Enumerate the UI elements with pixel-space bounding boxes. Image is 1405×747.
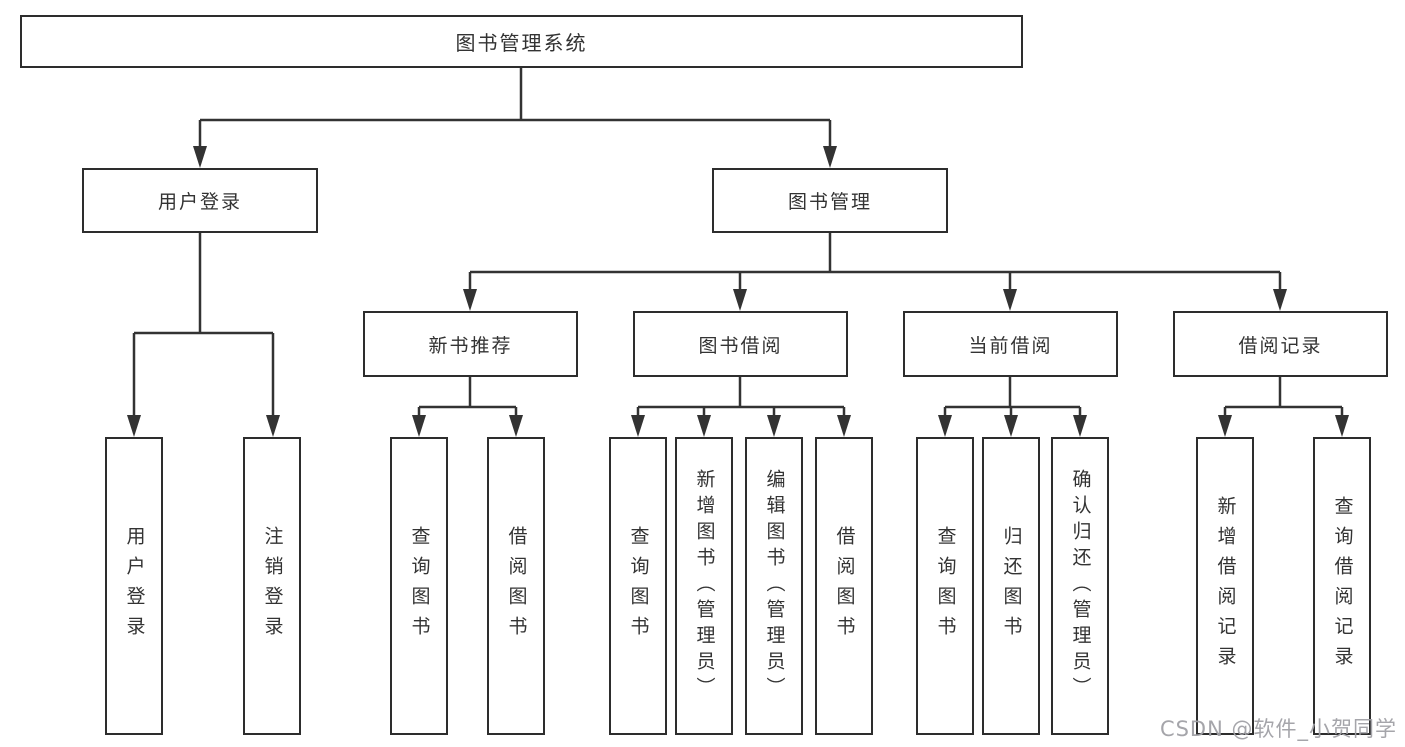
leaf-confirm-return-admin: 确认归还（管理员） — [1051, 437, 1109, 735]
leaf-confirm-return-admin-label: 确认归还（管理员） — [1069, 469, 1092, 703]
node-book-management: 图书管理 — [712, 168, 948, 233]
leaf-query-books-recommend: 查询图书 — [390, 437, 448, 735]
leaf-query-books-current: 查询图书 — [916, 437, 974, 735]
arrowheads — [127, 146, 1349, 437]
watermark: CSDN @软件_小贺同学 — [1159, 717, 1397, 741]
node-new-book-recommendation: 新书推荐 — [363, 311, 578, 377]
node-user-login-branch: 用户登录 — [82, 168, 318, 233]
node-borrowing-records: 借阅记录 — [1173, 311, 1388, 377]
leaf-borrow-books-recommend: 借阅图书 — [487, 437, 545, 735]
leaf-user-login: 用户登录 — [105, 437, 163, 735]
node-book-borrowing-label: 图书借阅 — [698, 334, 783, 357]
leaf-borrow-books-recommend-label: 借阅图书 — [505, 526, 528, 646]
node-current-borrowing: 当前借阅 — [903, 311, 1118, 377]
leaf-query-borrow-record: 查询借阅记录 — [1313, 437, 1371, 735]
node-book-management-label: 图书管理 — [787, 191, 872, 213]
node-borrowing-records-label: 借阅记录 — [1238, 334, 1323, 357]
leaf-borrow-books: 借阅图书 — [815, 437, 873, 735]
leaf-add-books-admin: 新增图书（管理员） — [675, 437, 733, 735]
leaf-user-login-label: 用户登录 — [123, 526, 146, 646]
leaf-query-borrow-record-label: 查询借阅记录 — [1331, 496, 1354, 676]
leaf-add-books-admin-label: 新增图书（管理员） — [693, 469, 716, 703]
leaf-query-books-borrowing: 查询图书 — [609, 437, 667, 735]
leaf-query-books-borrowing-label: 查询图书 — [627, 526, 650, 646]
leaf-return-books: 归还图书 — [982, 437, 1040, 735]
leaf-borrow-books-label: 借阅图书 — [833, 526, 856, 646]
leaf-query-books-current-label: 查询图书 — [934, 526, 957, 646]
leaf-add-borrow-record: 新增借阅记录 — [1196, 437, 1254, 735]
node-book-borrowing: 图书借阅 — [633, 311, 848, 377]
leaf-return-books-label: 归还图书 — [1000, 526, 1023, 646]
node-root-label: 图书管理系统 — [455, 31, 588, 55]
node-user-login-branch-label: 用户登录 — [157, 191, 242, 213]
leaf-edit-books-admin: 编辑图书（管理员） — [745, 437, 803, 735]
node-new-book-recommendation-label: 新书推荐 — [428, 334, 513, 357]
leaf-logout: 注销登录 — [243, 437, 301, 735]
node-root: 图书管理系统 — [20, 15, 1023, 68]
leaf-edit-books-admin-label: 编辑图书（管理员） — [763, 469, 786, 703]
node-current-borrowing-label: 当前借阅 — [968, 334, 1053, 357]
leaf-logout-label: 注销登录 — [261, 526, 284, 646]
leaf-query-books-recommend-label: 查询图书 — [408, 526, 431, 646]
leaf-add-borrow-record-label: 新增借阅记录 — [1214, 496, 1237, 676]
